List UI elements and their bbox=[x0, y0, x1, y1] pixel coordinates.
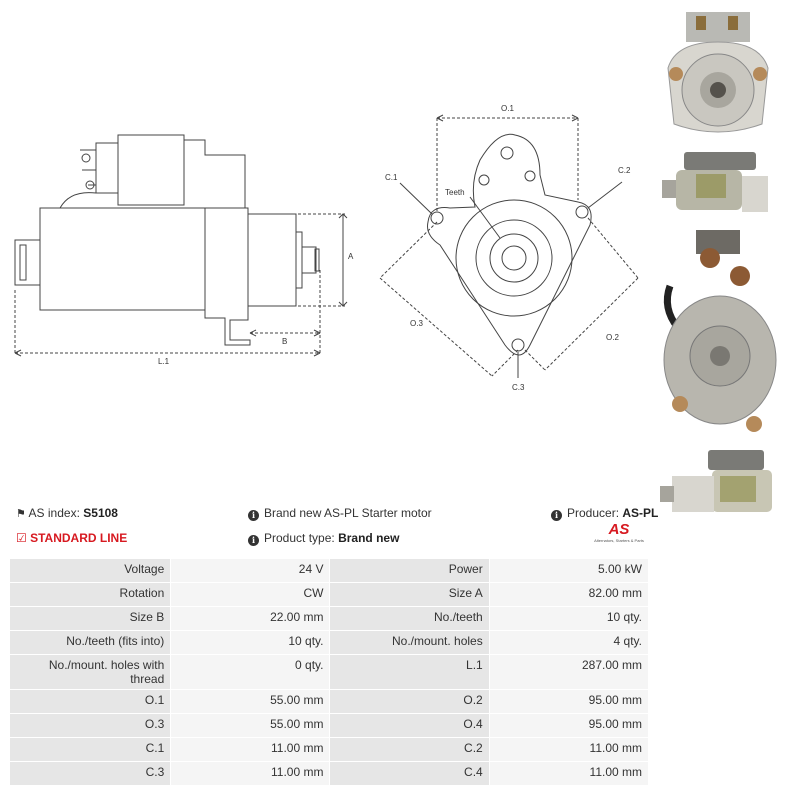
spec-key: C.1 bbox=[10, 738, 171, 761]
description-text: Brand new AS-PL Starter motor bbox=[264, 506, 432, 520]
dim-o1-label: O.1 bbox=[501, 104, 514, 113]
dim-o2-label: O.2 bbox=[606, 333, 619, 342]
spec-value: CW bbox=[171, 583, 330, 606]
spec-key: Size A bbox=[330, 583, 489, 606]
product-photo-2 bbox=[662, 152, 768, 212]
product-description: i Brand new AS-PL Starter motor bbox=[248, 506, 432, 521]
spec-key: No./mount. holes with thread bbox=[10, 655, 171, 689]
spec-key: L.1 bbox=[330, 655, 489, 689]
standard-line: ☑ STANDARD LINE bbox=[16, 531, 127, 545]
spec-value: 82.00 mm bbox=[489, 583, 648, 606]
info-icon: i bbox=[248, 510, 259, 521]
spec-key: C.4 bbox=[330, 762, 489, 785]
spec-value: 0 qty. bbox=[171, 655, 330, 689]
spec-key: Size B bbox=[10, 607, 171, 630]
spec-value: 11.00 mm bbox=[489, 762, 648, 785]
spec-value: 55.00 mm bbox=[171, 714, 330, 737]
spec-value: 22.00 mm bbox=[171, 607, 330, 630]
dim-c1-label: C.1 bbox=[385, 173, 398, 182]
spec-value: 11.00 mm bbox=[171, 762, 330, 785]
as-pl-logo: AS Alternators, Starters & Parts bbox=[588, 521, 650, 544]
spec-key: Voltage bbox=[10, 559, 171, 582]
standard-line-label: STANDARD LINE bbox=[30, 531, 128, 545]
product-photo-4 bbox=[660, 450, 772, 512]
dim-teeth-label: Teeth bbox=[445, 188, 465, 197]
product-type-label: Product type: bbox=[264, 531, 335, 545]
spec-key: No./teeth (fits into) bbox=[10, 631, 171, 654]
logo-mark: AS bbox=[608, 521, 630, 538]
dim-a-label: A bbox=[348, 252, 354, 261]
spec-key: Power bbox=[330, 559, 489, 582]
spec-key: O.2 bbox=[330, 690, 489, 713]
dim-l1-label: L.1 bbox=[158, 357, 170, 366]
spec-value: 287.00 mm bbox=[489, 655, 648, 689]
technical-drawing: A B L.1 O.1 O.2 O.3 C.1 C.2 C.3 Teeth bbox=[14, 104, 639, 392]
front-view bbox=[379, 114, 639, 378]
spec-value: 95.00 mm bbox=[489, 690, 648, 713]
spec-value: 4 qty. bbox=[489, 631, 648, 654]
dim-o3-label: O.3 bbox=[410, 319, 423, 328]
dim-b-label: B bbox=[282, 337, 287, 346]
product-type-value: Brand new bbox=[338, 531, 400, 545]
spec-key: O.1 bbox=[10, 690, 171, 713]
spec-key: O.4 bbox=[330, 714, 489, 737]
spec-value: 55.00 mm bbox=[171, 690, 330, 713]
logo-tagline: Alternators, Starters & Parts bbox=[594, 538, 644, 543]
checkbox-checked-icon: ☑ bbox=[16, 531, 27, 545]
producer: i Producer: AS-PL bbox=[551, 506, 658, 521]
spec-key: C.2 bbox=[330, 738, 489, 761]
spec-value: 11.00 mm bbox=[489, 738, 648, 761]
spec-value: 11.00 mm bbox=[171, 738, 330, 761]
spec-row: No./teeth (fits into)10 qty.No./mount. h… bbox=[10, 631, 648, 654]
dim-c3-label: C.3 bbox=[512, 383, 525, 392]
producer-value: AS-PL bbox=[622, 506, 659, 520]
spec-key: C.3 bbox=[10, 762, 171, 785]
product-type: i Product type: Brand new bbox=[248, 531, 399, 546]
spec-key: Rotation bbox=[10, 583, 171, 606]
producer-label: Producer: bbox=[567, 506, 620, 520]
spec-key: No./teeth bbox=[330, 607, 489, 630]
spec-value: 24 V bbox=[171, 559, 330, 582]
spec-value: 10 qty. bbox=[489, 607, 648, 630]
as-index-value: S5108 bbox=[83, 506, 118, 520]
info-icon: i bbox=[551, 510, 562, 521]
spec-value: 5.00 kW bbox=[489, 559, 648, 582]
tag-icon: ⚑ bbox=[16, 508, 26, 520]
info-icon: i bbox=[248, 535, 259, 546]
spec-value: 95.00 mm bbox=[489, 714, 648, 737]
as-index-label: AS index: bbox=[28, 506, 80, 520]
product-photo-3 bbox=[663, 230, 777, 432]
side-view bbox=[14, 134, 348, 357]
dim-c2-label: C.2 bbox=[618, 166, 631, 175]
as-index: ⚑ AS index: S5108 bbox=[16, 506, 118, 520]
spec-key: No./mount. holes bbox=[330, 631, 489, 654]
product-photo-1 bbox=[667, 12, 769, 133]
spec-key: O.3 bbox=[10, 714, 171, 737]
spec-value: 10 qty. bbox=[171, 631, 330, 654]
